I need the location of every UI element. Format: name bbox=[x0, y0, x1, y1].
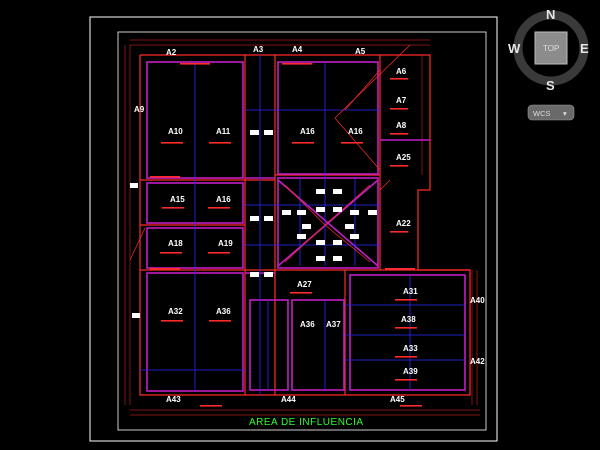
area-label: A16 bbox=[216, 195, 231, 204]
compass-south[interactable]: S bbox=[546, 78, 555, 93]
area-label: A8 bbox=[396, 121, 407, 130]
area-label: A40 bbox=[470, 296, 485, 305]
area-label: A32 bbox=[168, 307, 183, 316]
area-labels: A2 A3 A4 A5 A6 A7 A8 A9 A10 A11 A16 A16 … bbox=[134, 45, 485, 404]
area-label: A39 bbox=[403, 367, 418, 376]
area-label: A36 bbox=[300, 320, 315, 329]
column-markers bbox=[130, 130, 377, 318]
area-label: A10 bbox=[168, 127, 183, 136]
area-label: A4 bbox=[292, 45, 303, 54]
area-label: A16 bbox=[348, 127, 363, 136]
area-label: A37 bbox=[326, 320, 341, 329]
compass-east[interactable]: E bbox=[580, 41, 589, 56]
compass-north[interactable]: N bbox=[546, 7, 555, 22]
area-label: A16 bbox=[300, 127, 315, 136]
sheet-outer-frame bbox=[89, 16, 498, 442]
drawing-title: AREA DE INFLUENCIA bbox=[249, 417, 364, 428]
area-label: A27 bbox=[297, 280, 312, 289]
area-label: A33 bbox=[403, 344, 418, 353]
chevron-down-icon: ▾ bbox=[563, 109, 567, 118]
area-label: A6 bbox=[396, 67, 407, 76]
roof-diagonals bbox=[129, 44, 411, 263]
area-label: A18 bbox=[168, 239, 183, 248]
area-label: A11 bbox=[216, 127, 231, 136]
area-label: A42 bbox=[470, 357, 485, 366]
area-label: A7 bbox=[396, 96, 407, 105]
area-label: A45 bbox=[390, 395, 405, 404]
wcs-menu[interactable]: WCS ▾ bbox=[527, 104, 575, 121]
viewcube-top-face[interactable] bbox=[534, 31, 568, 65]
viewcube-face-label: TOP bbox=[543, 44, 559, 53]
area-label: A31 bbox=[403, 287, 418, 296]
area-label: A44 bbox=[281, 395, 296, 404]
sheet-inner-frame bbox=[117, 31, 487, 431]
area-label: A15 bbox=[170, 195, 185, 204]
dimension-lines bbox=[124, 39, 480, 416]
area-label: A38 bbox=[401, 315, 416, 324]
area-value-marks bbox=[150, 63, 422, 407]
wcs-label: WCS bbox=[533, 109, 551, 118]
viewcube[interactable]: TOP N S E W bbox=[508, 7, 589, 93]
area-label: A3 bbox=[253, 45, 264, 54]
area-label: A5 bbox=[355, 47, 366, 56]
area-label: A36 bbox=[216, 307, 231, 316]
compass-west[interactable]: W bbox=[508, 41, 521, 56]
area-label: A19 bbox=[218, 239, 233, 248]
axis-lines bbox=[140, 55, 465, 395]
area-label: A25 bbox=[396, 153, 411, 162]
area-label: A22 bbox=[396, 219, 411, 228]
area-label: A2 bbox=[166, 48, 177, 57]
compass-ring[interactable] bbox=[513, 10, 589, 86]
area-label: A43 bbox=[166, 395, 181, 404]
area-label: A9 bbox=[134, 105, 145, 114]
